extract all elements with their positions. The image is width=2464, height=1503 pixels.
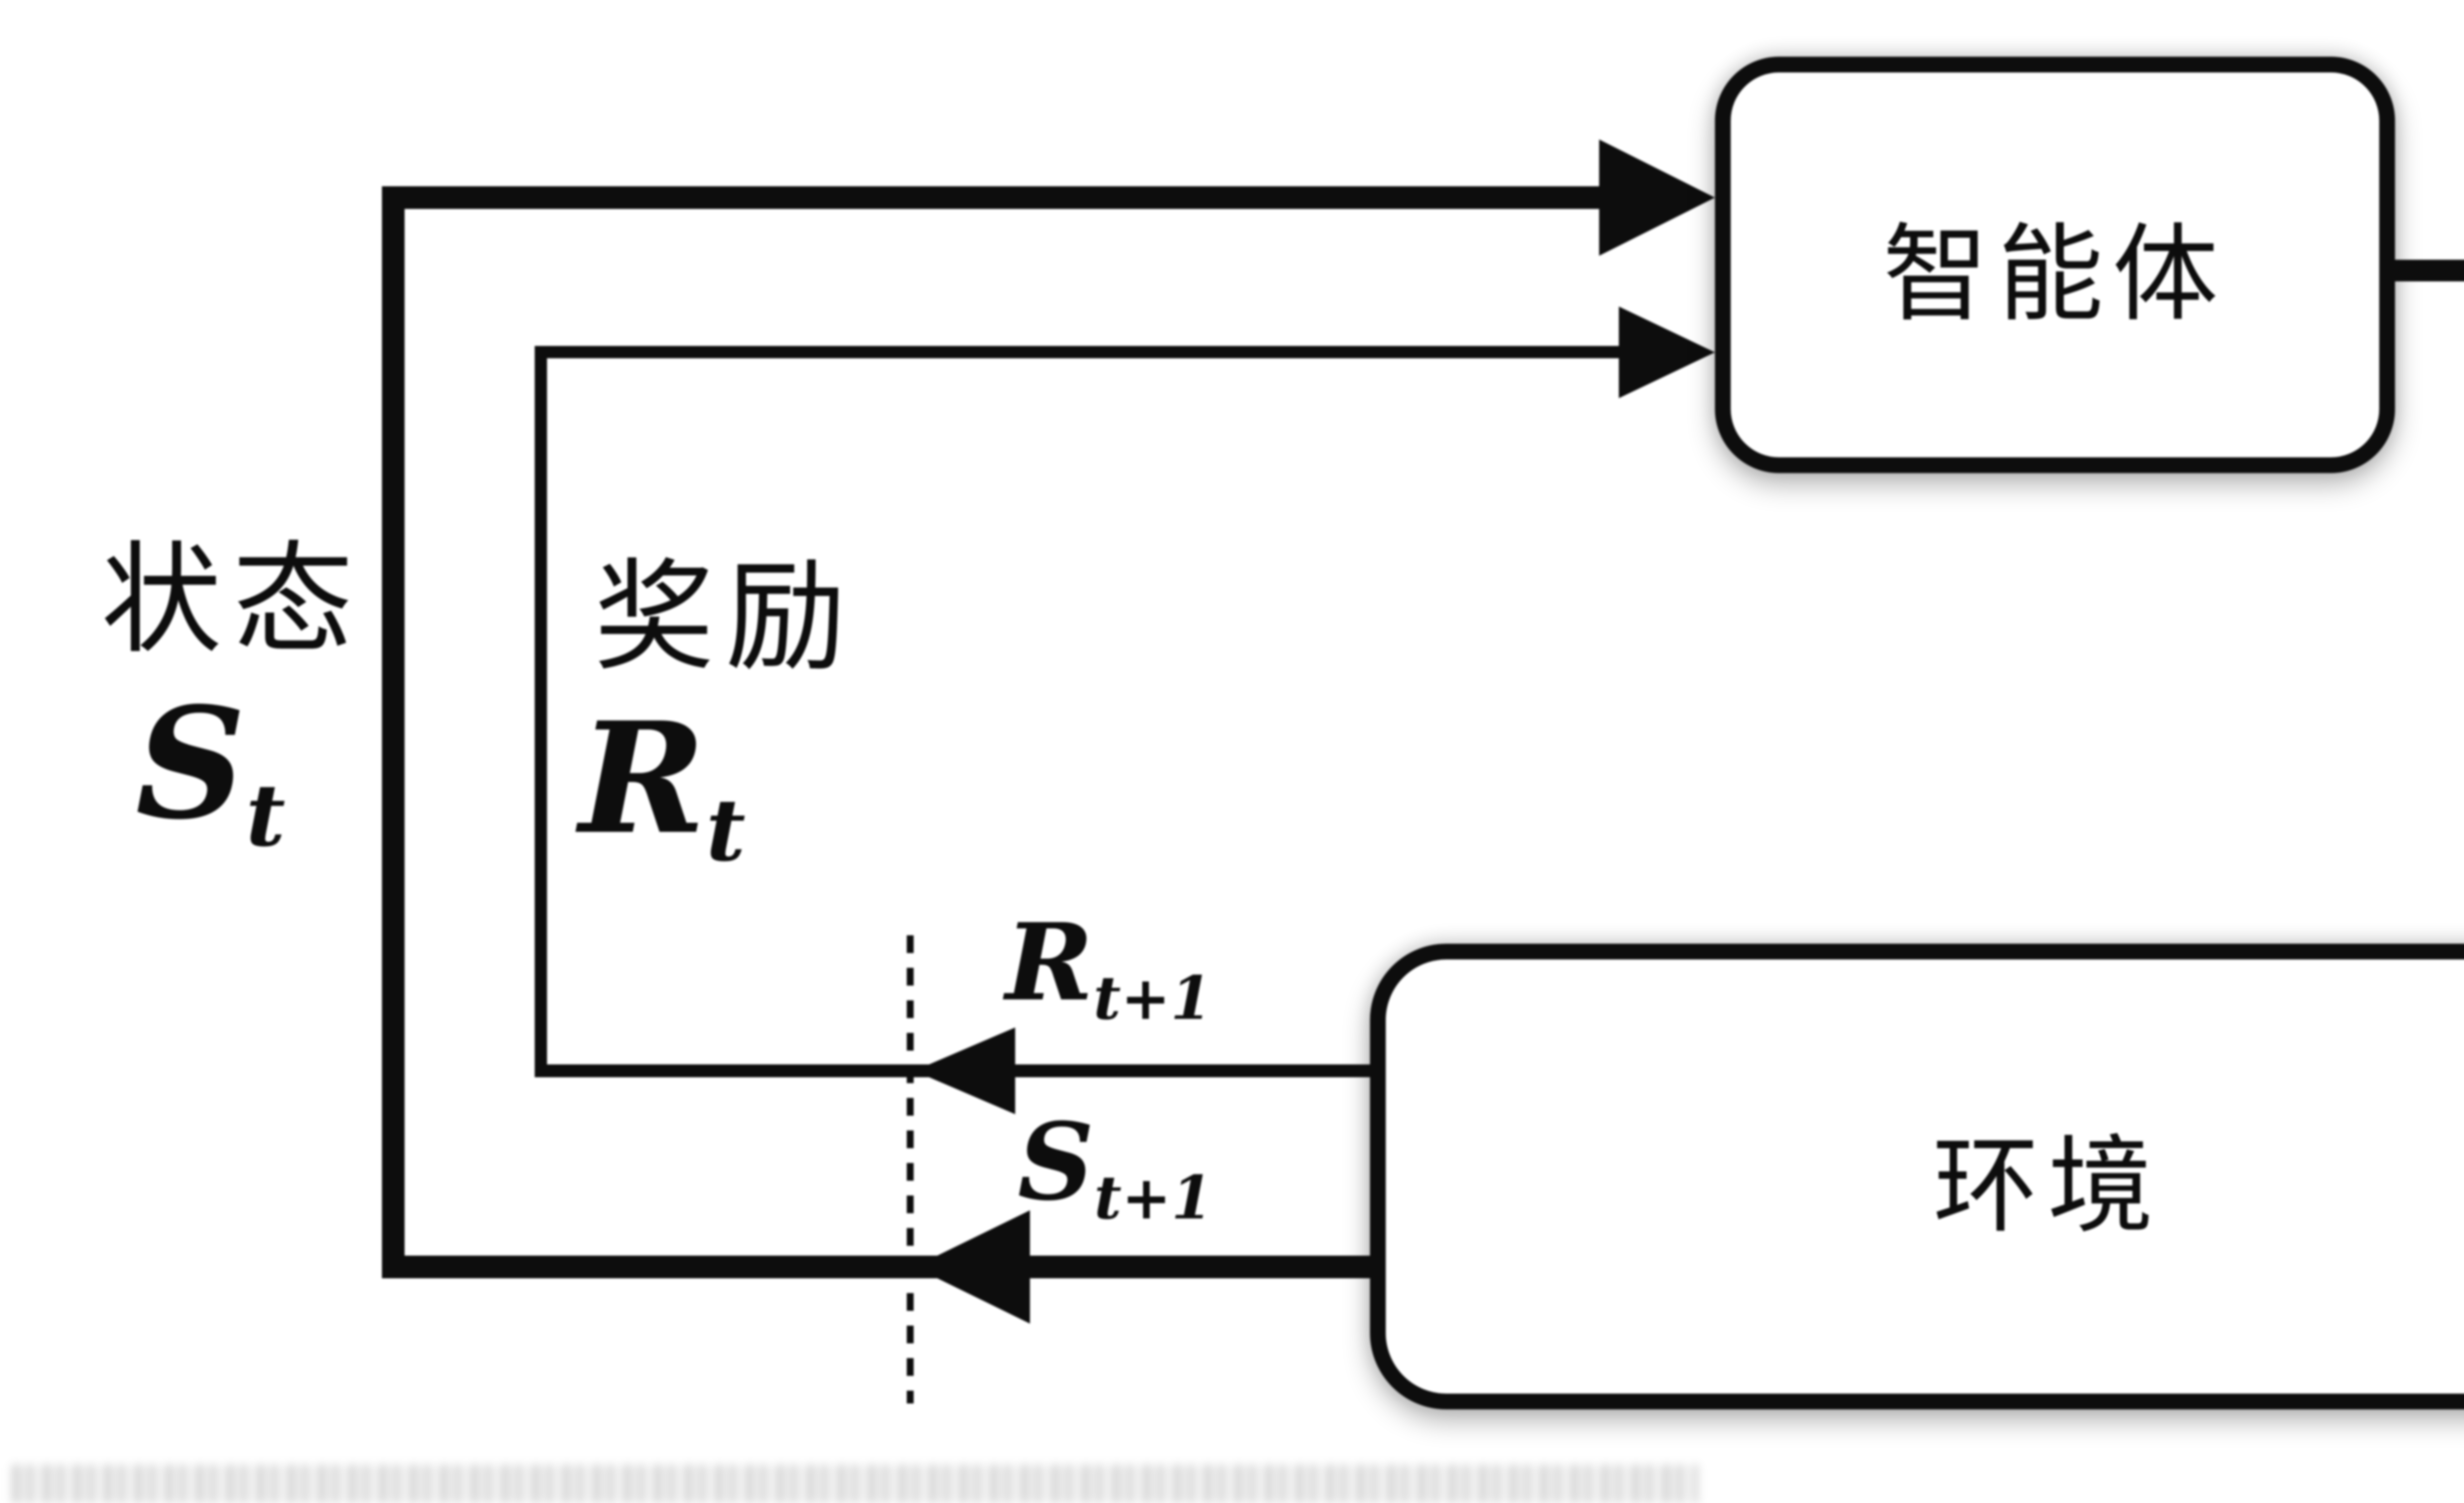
- environment-node-label: 环境: [1933, 1124, 2162, 1248]
- next-state-arrowhead: [914, 1210, 1030, 1324]
- reward-symbol-letter: R: [579, 689, 706, 868]
- next-state-line: [382, 1256, 1377, 1278]
- next-state-symbol: St+1: [1018, 1109, 1213, 1228]
- state-symbol-subscript: t: [245, 765, 286, 866]
- reward-caption: 奖励: [594, 547, 857, 687]
- reward-symbol: Rt: [579, 702, 746, 873]
- state-symbol-letter: S: [136, 674, 246, 854]
- timestep-dashed-divider: [907, 935, 914, 1403]
- state-symbol: St: [136, 687, 285, 858]
- reward-loop-vertical-line: [535, 346, 547, 1077]
- reward-symbol-subscript: t: [706, 780, 746, 881]
- action-out-line: [2395, 260, 2464, 281]
- cropped-caption-strip: [12, 1465, 1698, 1503]
- next-reward-symbol: Rt+1: [1005, 909, 1212, 1028]
- next-reward-symbol-letter: R: [1005, 900, 1094, 1025]
- agent-node-label: 智能体: [1882, 212, 2227, 336]
- state-caption: 状态: [101, 530, 364, 670]
- state-arrowhead: [1599, 139, 1715, 256]
- next-state-symbol-subscript: t+1: [1094, 1163, 1213, 1233]
- state-arrow-line: [382, 186, 1611, 209]
- environment-node: 环境: [1370, 944, 2464, 1409]
- next-reward-symbol-subscript: t+1: [1093, 963, 1212, 1033]
- reward-arrowhead: [1619, 307, 1715, 398]
- state-loop-vertical-line: [382, 186, 405, 1278]
- next-state-symbol-letter: S: [1018, 1099, 1095, 1224]
- reward-arrow-line: [535, 346, 1624, 358]
- next-reward-arrowhead: [914, 1027, 1015, 1114]
- agent-node: 智能体: [1715, 57, 2395, 473]
